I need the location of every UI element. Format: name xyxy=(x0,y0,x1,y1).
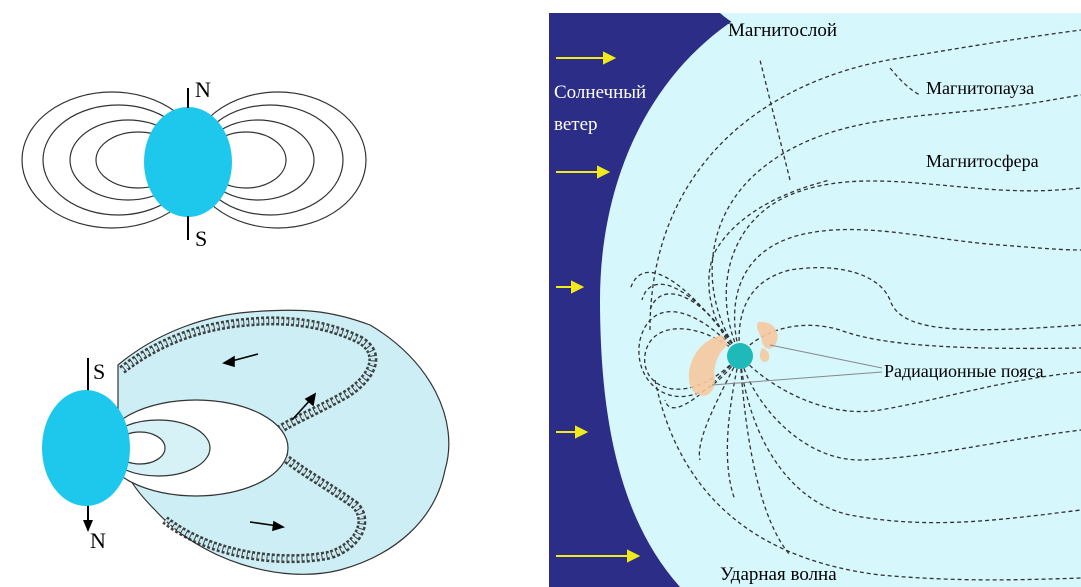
planet xyxy=(144,107,232,217)
magnetopause-label: Магнитопауза xyxy=(926,78,1034,98)
bow-shock-label: Ударная волна xyxy=(720,564,837,585)
field-line xyxy=(739,354,791,556)
wind-arrowhead xyxy=(571,280,585,294)
south-pole-label: S xyxy=(93,359,105,384)
field-line xyxy=(733,228,1081,356)
earth xyxy=(727,343,753,369)
magnetosphere-label: Магнитосфера xyxy=(926,151,1039,171)
wind-arrowhead xyxy=(627,549,641,563)
field-line xyxy=(664,354,741,409)
field-line xyxy=(889,67,921,96)
planet xyxy=(42,390,130,506)
magnetopause-line xyxy=(649,29,1081,331)
flow-arrowhead xyxy=(304,392,317,407)
field-line xyxy=(708,179,831,356)
field-line xyxy=(698,354,741,461)
arrowhead-down xyxy=(83,520,93,532)
solar-wind-label-line1: Солнечный xyxy=(554,82,646,103)
field-line xyxy=(739,354,1081,413)
north-pole-label: N xyxy=(195,77,211,102)
belt-left xyxy=(688,335,728,396)
solar-wind-label-line2: ветер xyxy=(554,114,598,135)
field-line xyxy=(725,180,1081,356)
magnetosheath-top-notch xyxy=(720,13,760,40)
wind-arrowhead xyxy=(597,165,611,179)
belt-pointer-lines xyxy=(711,344,883,386)
field-line xyxy=(739,354,1081,524)
field-line xyxy=(738,267,1081,356)
north-pole-label: N xyxy=(90,528,106,553)
magnetopause-line xyxy=(654,379,1081,581)
magnetosheath-label: Магнитослой xyxy=(728,20,837,41)
flow-arrowhead xyxy=(272,520,286,532)
belt-right xyxy=(757,321,778,349)
bottom-dipole-diagram: S N xyxy=(42,309,450,575)
wind-arrowhead xyxy=(603,51,617,65)
belt-right-small xyxy=(759,348,770,362)
plasma-boundary-inner xyxy=(120,318,375,561)
solar-wind-arrows xyxy=(556,51,641,563)
pointer-line xyxy=(711,371,883,386)
flow-arrowhead xyxy=(222,355,235,368)
magnetosheath-region xyxy=(600,13,1081,587)
radiation-belts-label: Радиационные пояса xyxy=(884,361,1044,381)
top-dipole-diagram: N S xyxy=(21,77,367,251)
radiation-belts xyxy=(688,321,778,396)
field-line xyxy=(629,271,741,356)
field-line xyxy=(739,354,1081,461)
field-line xyxy=(726,354,741,501)
wind-arrowhead xyxy=(575,425,589,439)
flow-arrows xyxy=(222,353,317,532)
south-pole-label: S xyxy=(195,226,207,251)
pointer-line xyxy=(769,344,883,369)
field-line xyxy=(711,94,1081,356)
magnetosphere-diagram: Солнечный ветер Магнитослой Магнитопауза… xyxy=(549,13,1081,587)
